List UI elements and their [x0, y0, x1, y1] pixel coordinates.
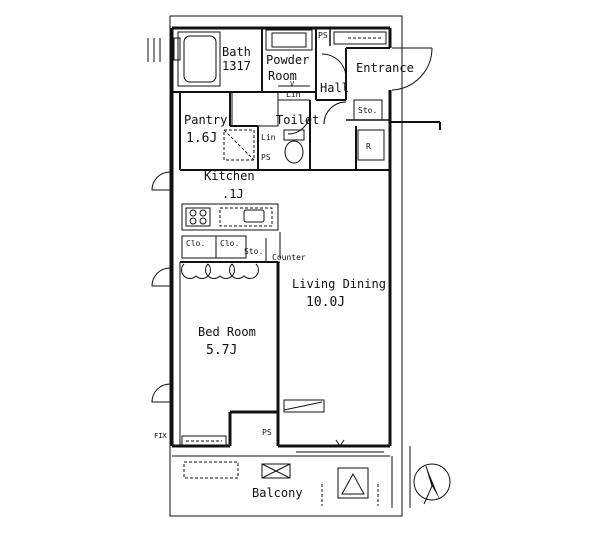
living-label: Living Dining [292, 277, 386, 291]
sto-label-2: Sto. [244, 247, 263, 256]
bedroom-sliding-door [283, 401, 323, 411]
counter-label: Counter [272, 253, 306, 262]
clo-label-2: Clo. [220, 239, 239, 248]
bedroom-label: Bed Room [198, 325, 256, 339]
bathtub [173, 31, 221, 87]
powder-vanity [265, 29, 313, 51]
bedroom-window-icon [151, 267, 171, 287]
v-label: V [290, 80, 295, 88]
balcony-sliding-door[interactable] [296, 439, 384, 453]
closets [181, 235, 280, 263]
bedroom-window-strip [181, 435, 227, 447]
outer-boundary [169, 15, 403, 517]
fridge-box [357, 129, 385, 161]
bath-label: Bath [222, 45, 251, 59]
ps-label-3: PS [262, 428, 272, 437]
north-compass-icon [413, 463, 451, 505]
fix-label: FIX [154, 432, 167, 440]
exterior-mark-icon [147, 38, 161, 62]
pantry-shelf [223, 129, 255, 161]
living-size: 10.0J [306, 295, 345, 310]
balcony-area [172, 446, 411, 508]
kitchen-size: .1J [222, 187, 244, 201]
toilet-door-arc [323, 101, 347, 125]
closet-doors [181, 263, 259, 279]
sto-label: Sto. [358, 106, 377, 115]
storage-box [353, 99, 383, 121]
pantry-label: Pantry [184, 113, 227, 127]
r-label: R [366, 142, 371, 151]
ps-label-1: PS [318, 31, 328, 40]
toilet-label: Toilet [276, 113, 319, 127]
lin-label-2: Lin [261, 133, 276, 142]
bath-size: 1317 [222, 59, 251, 73]
entrance-door-icon[interactable] [391, 47, 433, 91]
balcony-label: Balcony [252, 486, 303, 500]
kitchen-label: Kitchen [204, 169, 255, 183]
kitchen-counter [181, 203, 281, 258]
ps-label-2: PS [261, 153, 271, 162]
entrance-label: Entrance [356, 61, 414, 75]
hall-label: Hall [320, 81, 349, 95]
washer-area [231, 85, 310, 127]
bedroom-size: 5.7J [206, 343, 237, 358]
powder-label-2: Room [268, 69, 297, 83]
bedroom-lower-window-icon [151, 383, 171, 403]
exterior-walls [170, 26, 441, 448]
lin-label-1: Lin [286, 90, 301, 99]
interior-walls [172, 28, 390, 446]
kitchen-window-icon [151, 171, 171, 191]
powder-label-1: Powder [266, 53, 309, 67]
toilet-fixture [283, 111, 311, 164]
pantry-size: 1.6J [186, 131, 217, 146]
clo-label-1: Clo. [186, 239, 205, 248]
hall-door-arc [321, 53, 347, 77]
entrance-storage [333, 31, 387, 45]
